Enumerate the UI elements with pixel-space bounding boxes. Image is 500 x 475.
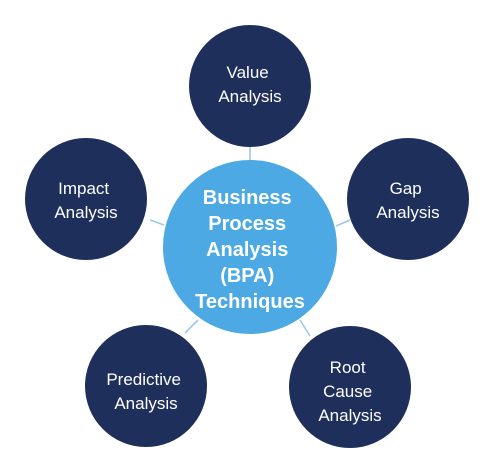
node-gap: Gap Analysis	[347, 138, 469, 260]
svg-text:Gap Analysis: Gap Analysis	[376, 179, 439, 222]
node-value-circle	[189, 25, 311, 147]
node-value: Value Analysis	[189, 25, 311, 147]
node-impact-line-2: Analysis	[54, 203, 117, 222]
connector-predictive	[184, 319, 199, 334]
node-predictive-circle	[85, 325, 207, 447]
node-root-cause-circle	[289, 326, 411, 448]
node-value-line-2: Analysis	[218, 87, 281, 106]
center-line-3: Analysis	[206, 239, 288, 261]
connectors	[149, 146, 351, 337]
center-node: Business Process Analysis (BPA) Techniqu…	[163, 160, 337, 334]
node-gap-line-1: Gap	[390, 179, 422, 198]
svg-text:Root Cause Analysi: Root Cause Analysis	[318, 358, 381, 425]
svg-text:Impact Analysis: Impact Analysis	[54, 179, 117, 222]
svg-text:Value Analysis: Value Analysis	[218, 63, 281, 106]
node-predictive-line-2: Analysis	[114, 394, 177, 413]
node-impact-line-1: Impact	[58, 179, 109, 198]
connector-gap	[335, 219, 351, 227]
connector-root-cause	[299, 319, 311, 337]
center-line-4: (BPA)	[220, 265, 274, 287]
node-root-cause-line-2: Cause	[323, 382, 372, 401]
center-line-2: Process	[208, 213, 286, 235]
node-value-line-1: Value	[227, 63, 269, 82]
node-root-cause-line-1: Root	[330, 358, 366, 377]
node-impact-circle	[25, 138, 147, 260]
node-predictive: Predictive Analysis	[85, 325, 207, 447]
node-predictive-line-1: Predictive	[106, 370, 181, 389]
node-gap-circle	[347, 138, 469, 260]
connector-impact	[149, 219, 165, 226]
svg-text:Business Process A: Business Process Analysis (BPA) Techniqu…	[195, 187, 305, 313]
svg-text:Predictive Analysis: Predictive Analysis	[106, 370, 185, 413]
center-node-circle	[163, 160, 337, 334]
center-line-1: Business	[203, 187, 292, 209]
center-line-5: Techniques	[195, 291, 305, 313]
node-root-cause-line-3: Analysis	[318, 406, 381, 425]
node-root-cause: Root Cause Analysis	[289, 326, 411, 448]
node-impact: Impact Analysis	[25, 138, 147, 260]
node-gap-line-2: Analysis	[376, 203, 439, 222]
